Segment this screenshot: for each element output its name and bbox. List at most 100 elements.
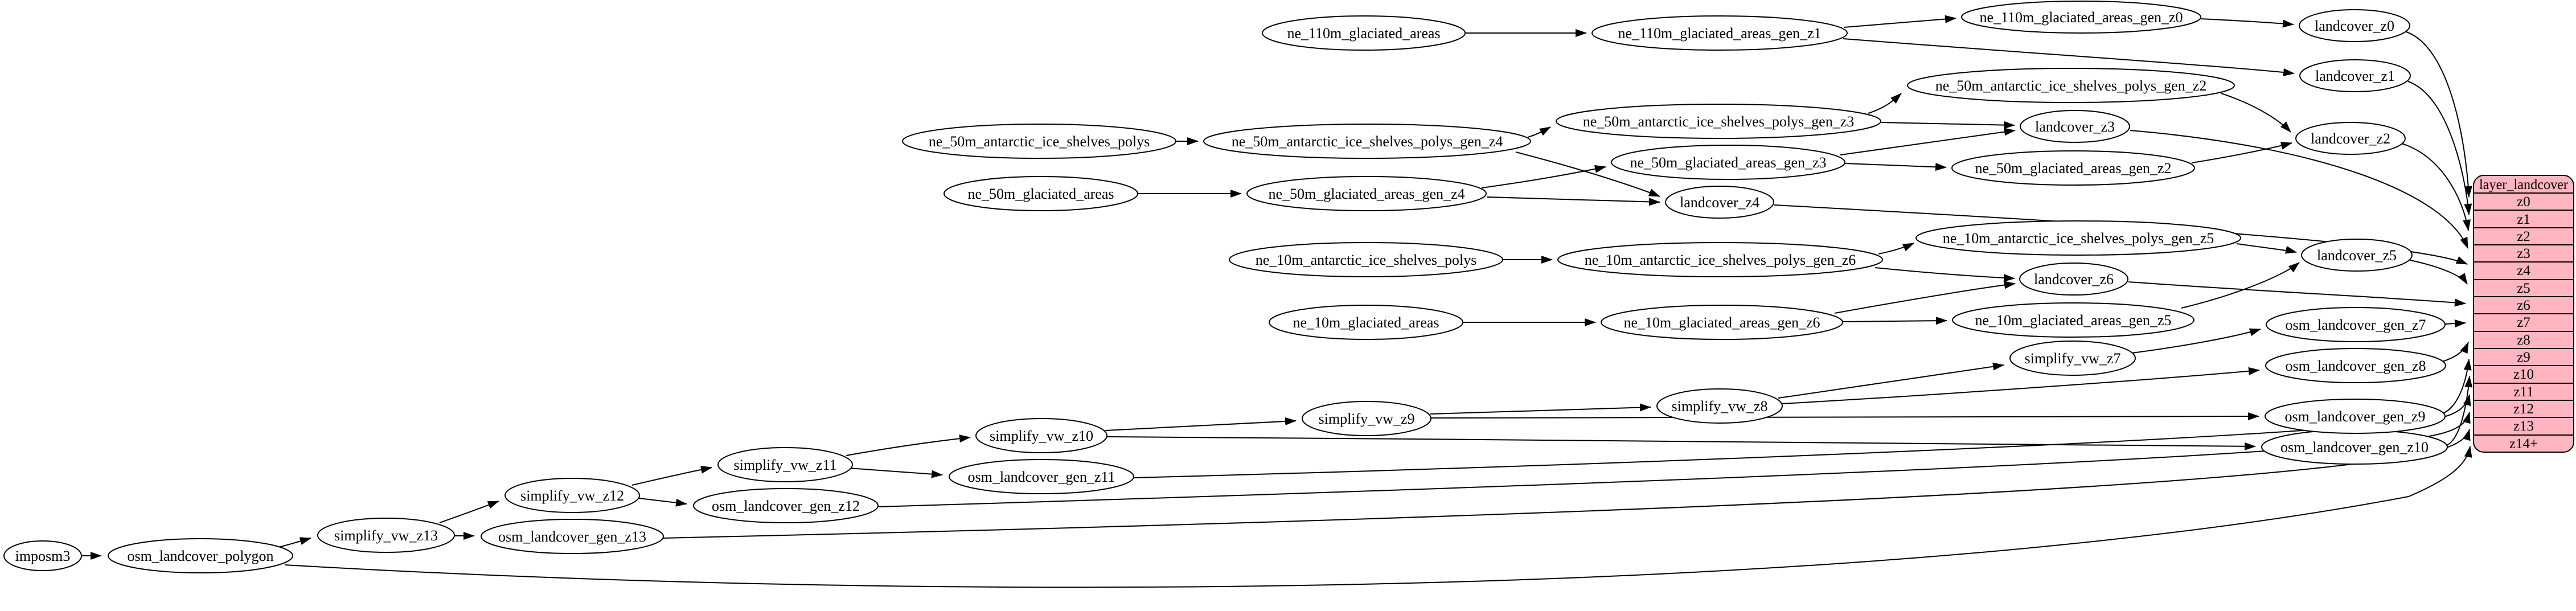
layer-landcover-table: layer_landcover z0 z1 z2 z3 z4 z5 z6 z7 … [2473,175,2574,453]
edge [2445,319,2466,328]
node-osm_landcover_polygon: osm_landcover_polygon [108,538,293,573]
edge [638,498,687,507]
node-label: landcover_z4 [1680,194,1759,211]
node-label: ne_10m_glaciated_areas [1293,314,1439,331]
node-landcover_z6: landcover_z6 [2019,263,2128,296]
node-osm_landcover_gen_z10: osm_landcover_gen_z10 [2261,429,2448,465]
node-label: ne_110m_glaciated_areas_gen_z0 [1979,9,2183,26]
table-row-z14plus: z14+ [2509,436,2538,452]
node-ellipse [1665,186,1774,219]
node-landcover_z2: landcover_z2 [2295,122,2406,155]
table-row-z8: z8 [2517,333,2530,348]
edge [284,446,2472,588]
node-ellipse [3,540,82,571]
node-osm_landcover_gen_z11: osm_landcover_gen_z11 [949,459,1134,494]
node-simplify_vw_z11: simplify_vw_z11 [717,447,853,482]
table-title: layer_landcover [2479,177,2569,192]
node-landcover_z0: landcover_z0 [2299,9,2410,42]
node-ellipse [1556,104,1881,139]
edge [1874,267,2015,282]
node-landcover_z1: landcover_z1 [2299,59,2411,92]
edge [846,434,971,456]
edge [2200,18,2294,28]
node-label: ne_50m_glaciated_areas_gen_z3 [1630,154,1826,171]
node-label: ne_50m_glaciated_areas_gen_z2 [1975,160,2171,177]
edge [1527,126,1551,138]
table-row-z9: z9 [2517,350,2530,365]
node-landcover_z3: landcover_z3 [2020,110,2130,143]
node-simplify_vw_z9: simplify_vw_z9 [1302,401,1431,436]
node-label: osm_landcover_gen_z11 [968,469,1115,485]
edge [1881,121,2015,129]
node-label: osm_landcover_gen_z13 [498,528,646,545]
edge [1843,38,2295,76]
node-ellipse [1302,401,1431,436]
node-ne_50m_antarctic_ice_shelves_polys_gen_z3: ne_50m_antarctic_ice_shelves_polys_gen_z… [1556,104,1881,139]
edge [2442,342,2469,362]
edge [2236,243,2297,254]
table-row-z6: z6 [2517,298,2530,313]
edge [2410,260,2468,285]
node-label: ne_10m_glaciated_areas_gen_z5 [1975,312,2171,329]
node-label: ne_10m_antarctic_ice_shelves_polys_gen_z… [1943,230,2214,247]
node-label: simplify_vw_z9 [1319,411,1415,427]
edge [1840,128,2016,155]
node-osm_landcover_gen_z7: osm_landcover_gen_z7 [2266,307,2446,342]
edge [2446,376,2473,446]
node-ne_10m_glaciated_areas_gen_z6: ne_10m_glaciated_areas_gen_z6 [1601,305,1843,340]
node-label: landcover_z6 [2034,271,2114,288]
edge [1845,163,1947,171]
node-label: ne_10m_glaciated_areas_gen_z6 [1623,314,1820,331]
node-label: osm_landcover_polygon [127,548,273,564]
edge [1106,436,2256,450]
node-ellipse [1907,68,2235,103]
edge [2130,130,2468,249]
edge [439,501,499,523]
node-ne_50m_antarctic_ice_shelves_polys_gen_z4: ne_50m_antarctic_ice_shelves_polys_gen_z… [1203,124,1531,159]
edge [877,412,2471,507]
edge [2128,281,2466,307]
node-label: imposm3 [15,548,71,564]
table-row-z7: z7 [2517,315,2530,330]
node-ellipse [1951,150,2195,186]
node-ellipse [2266,307,2446,342]
node-ellipse [1915,220,2241,256]
edge [1868,93,1902,114]
node-ellipse [317,518,455,553]
node-label: landcover_z2 [2311,130,2390,147]
node-ne_10m_glaciated_areas: ne_10m_glaciated_areas [1269,305,1463,340]
node-ellipse [1656,388,1783,424]
node-ellipse [2295,122,2406,155]
edge [1486,196,1660,206]
node-ellipse [481,519,664,554]
node-ellipse [2299,9,2410,42]
table-row-z5: z5 [2517,281,2530,296]
node-ellipse [944,176,1138,211]
edge [2442,359,2472,414]
node-label: ne_10m_antarctic_ice_shelves_polys_gen_z… [1585,252,1856,268]
table-row-z10: z10 [2513,367,2534,382]
node-simplify_vw_z8: simplify_vw_z8 [1656,388,1783,424]
edge [1430,403,1651,415]
edge [2131,328,2261,354]
edge [848,468,943,478]
table-row-z3: z3 [2517,246,2530,261]
node-ne_50m_glaciated_areas_gen_z2: ne_50m_glaciated_areas_gen_z2 [1951,150,2195,186]
node-ellipse [1229,242,1503,277]
edge [2407,81,2472,215]
node-ne_10m_antarctic_ice_shelves_polys_gen_z6: ne_10m_antarctic_ice_shelves_polys_gen_z… [1557,242,1883,277]
node-ellipse [504,478,640,513]
node-ne_10m_antarctic_ice_shelves_polys: ne_10m_antarctic_ice_shelves_polys [1229,242,1503,277]
node-ne_50m_antarctic_ice_shelves_polys: ne_50m_antarctic_ice_shelves_polys [902,124,1176,159]
node-ellipse [1557,242,1883,277]
node-ne_110m_glaciated_areas_gen_z0: ne_110m_glaciated_areas_gen_z0 [1961,1,2201,34]
node-label: landcover_z5 [2317,247,2397,264]
edge [2406,31,2472,198]
node-ellipse [949,459,1134,494]
node-label: ne_50m_glaciated_areas_gen_z4 [1268,186,1465,202]
table-row-z11: z11 [2513,384,2533,400]
edge [1843,317,1947,325]
node-label: osm_landcover_gen_z12 [712,498,860,514]
